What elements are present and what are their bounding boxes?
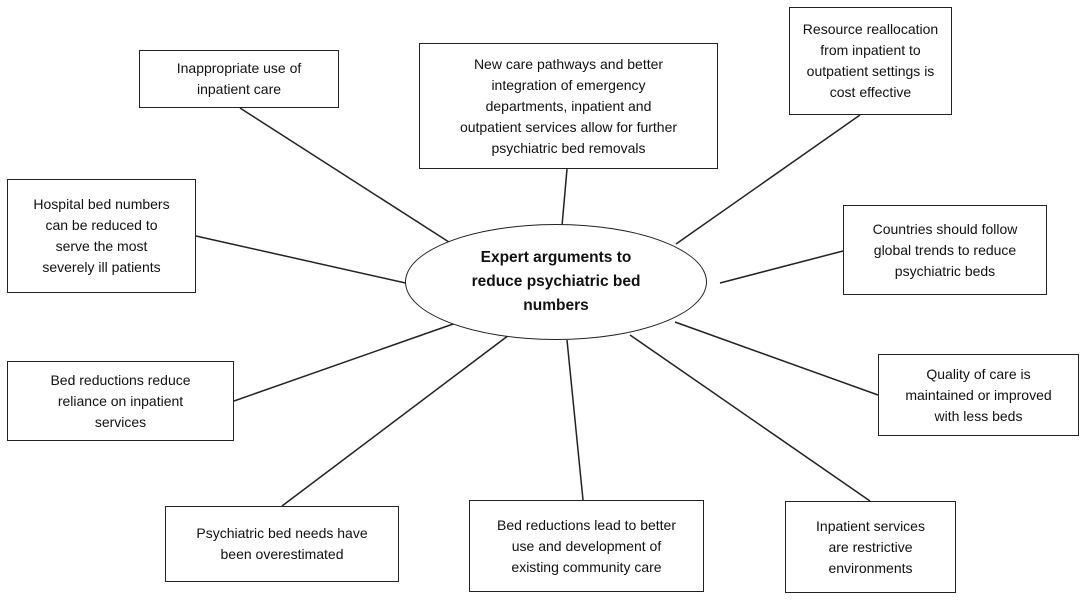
node-global-trends-label: Countries should follow global trends to… [872,220,1018,279]
node-care-pathways-label: New care pathways and better integration… [459,55,678,156]
node-global-trends: Countries should follow global trends to… [843,205,1047,295]
node-hospital-bed-numbers-label: Hospital bed numbers can be reduced to s… [33,196,170,275]
node-overestimated-label: Psychiatric bed needs have been overesti… [196,525,368,562]
node-resource-reallocation-label: Resource reallocation from inpatient to … [802,21,939,100]
node-restrictive: Inpatient services are restrictive envir… [785,501,956,593]
connector-inappropriate-use [239,107,453,245]
connector-overestimated [281,334,510,507]
connector-hospital-bed-numbers [195,235,411,285]
connector-care-pathways [561,168,568,227]
node-inappropriate-use-label: Inappropriate use of inpatient care [176,60,302,97]
connector-community-care [566,339,584,501]
node-overestimated: Psychiatric bed needs have been overesti… [165,506,399,582]
node-hospital-bed-numbers: Hospital bed numbers can be reduced to s… [7,179,196,293]
node-community-care: Bed reductions lead to better use and de… [469,500,704,592]
central-node: Expert arguments to reduce psychiatric b… [405,224,707,340]
node-inappropriate-use: Inappropriate use of inpatient care [139,50,339,108]
node-care-pathways: New care pathways and better integration… [419,43,718,169]
central-node-label: Expert arguments to reduce psychiatric b… [471,249,641,314]
connector-quality-of-care [674,321,879,396]
node-restrictive-label: Inpatient services are restrictive envir… [816,517,925,576]
node-quality-of-care: Quality of care is maintained or improve… [878,354,1079,436]
connector-reliance [233,322,457,402]
node-resource-reallocation: Resource reallocation from inpatient to … [789,7,952,115]
node-community-care-label: Bed reductions lead to better use and de… [496,516,676,575]
connector-resource-reallocation [675,114,861,245]
connector-global-trends [719,250,844,284]
node-reliance: Bed reductions reduce reliance on inpati… [7,361,234,441]
node-quality-of-care-label: Quality of care is maintained or improve… [905,365,1052,424]
connector-restrictive [629,334,871,502]
node-reliance-label: Bed reductions reduce reliance on inpati… [50,371,191,430]
